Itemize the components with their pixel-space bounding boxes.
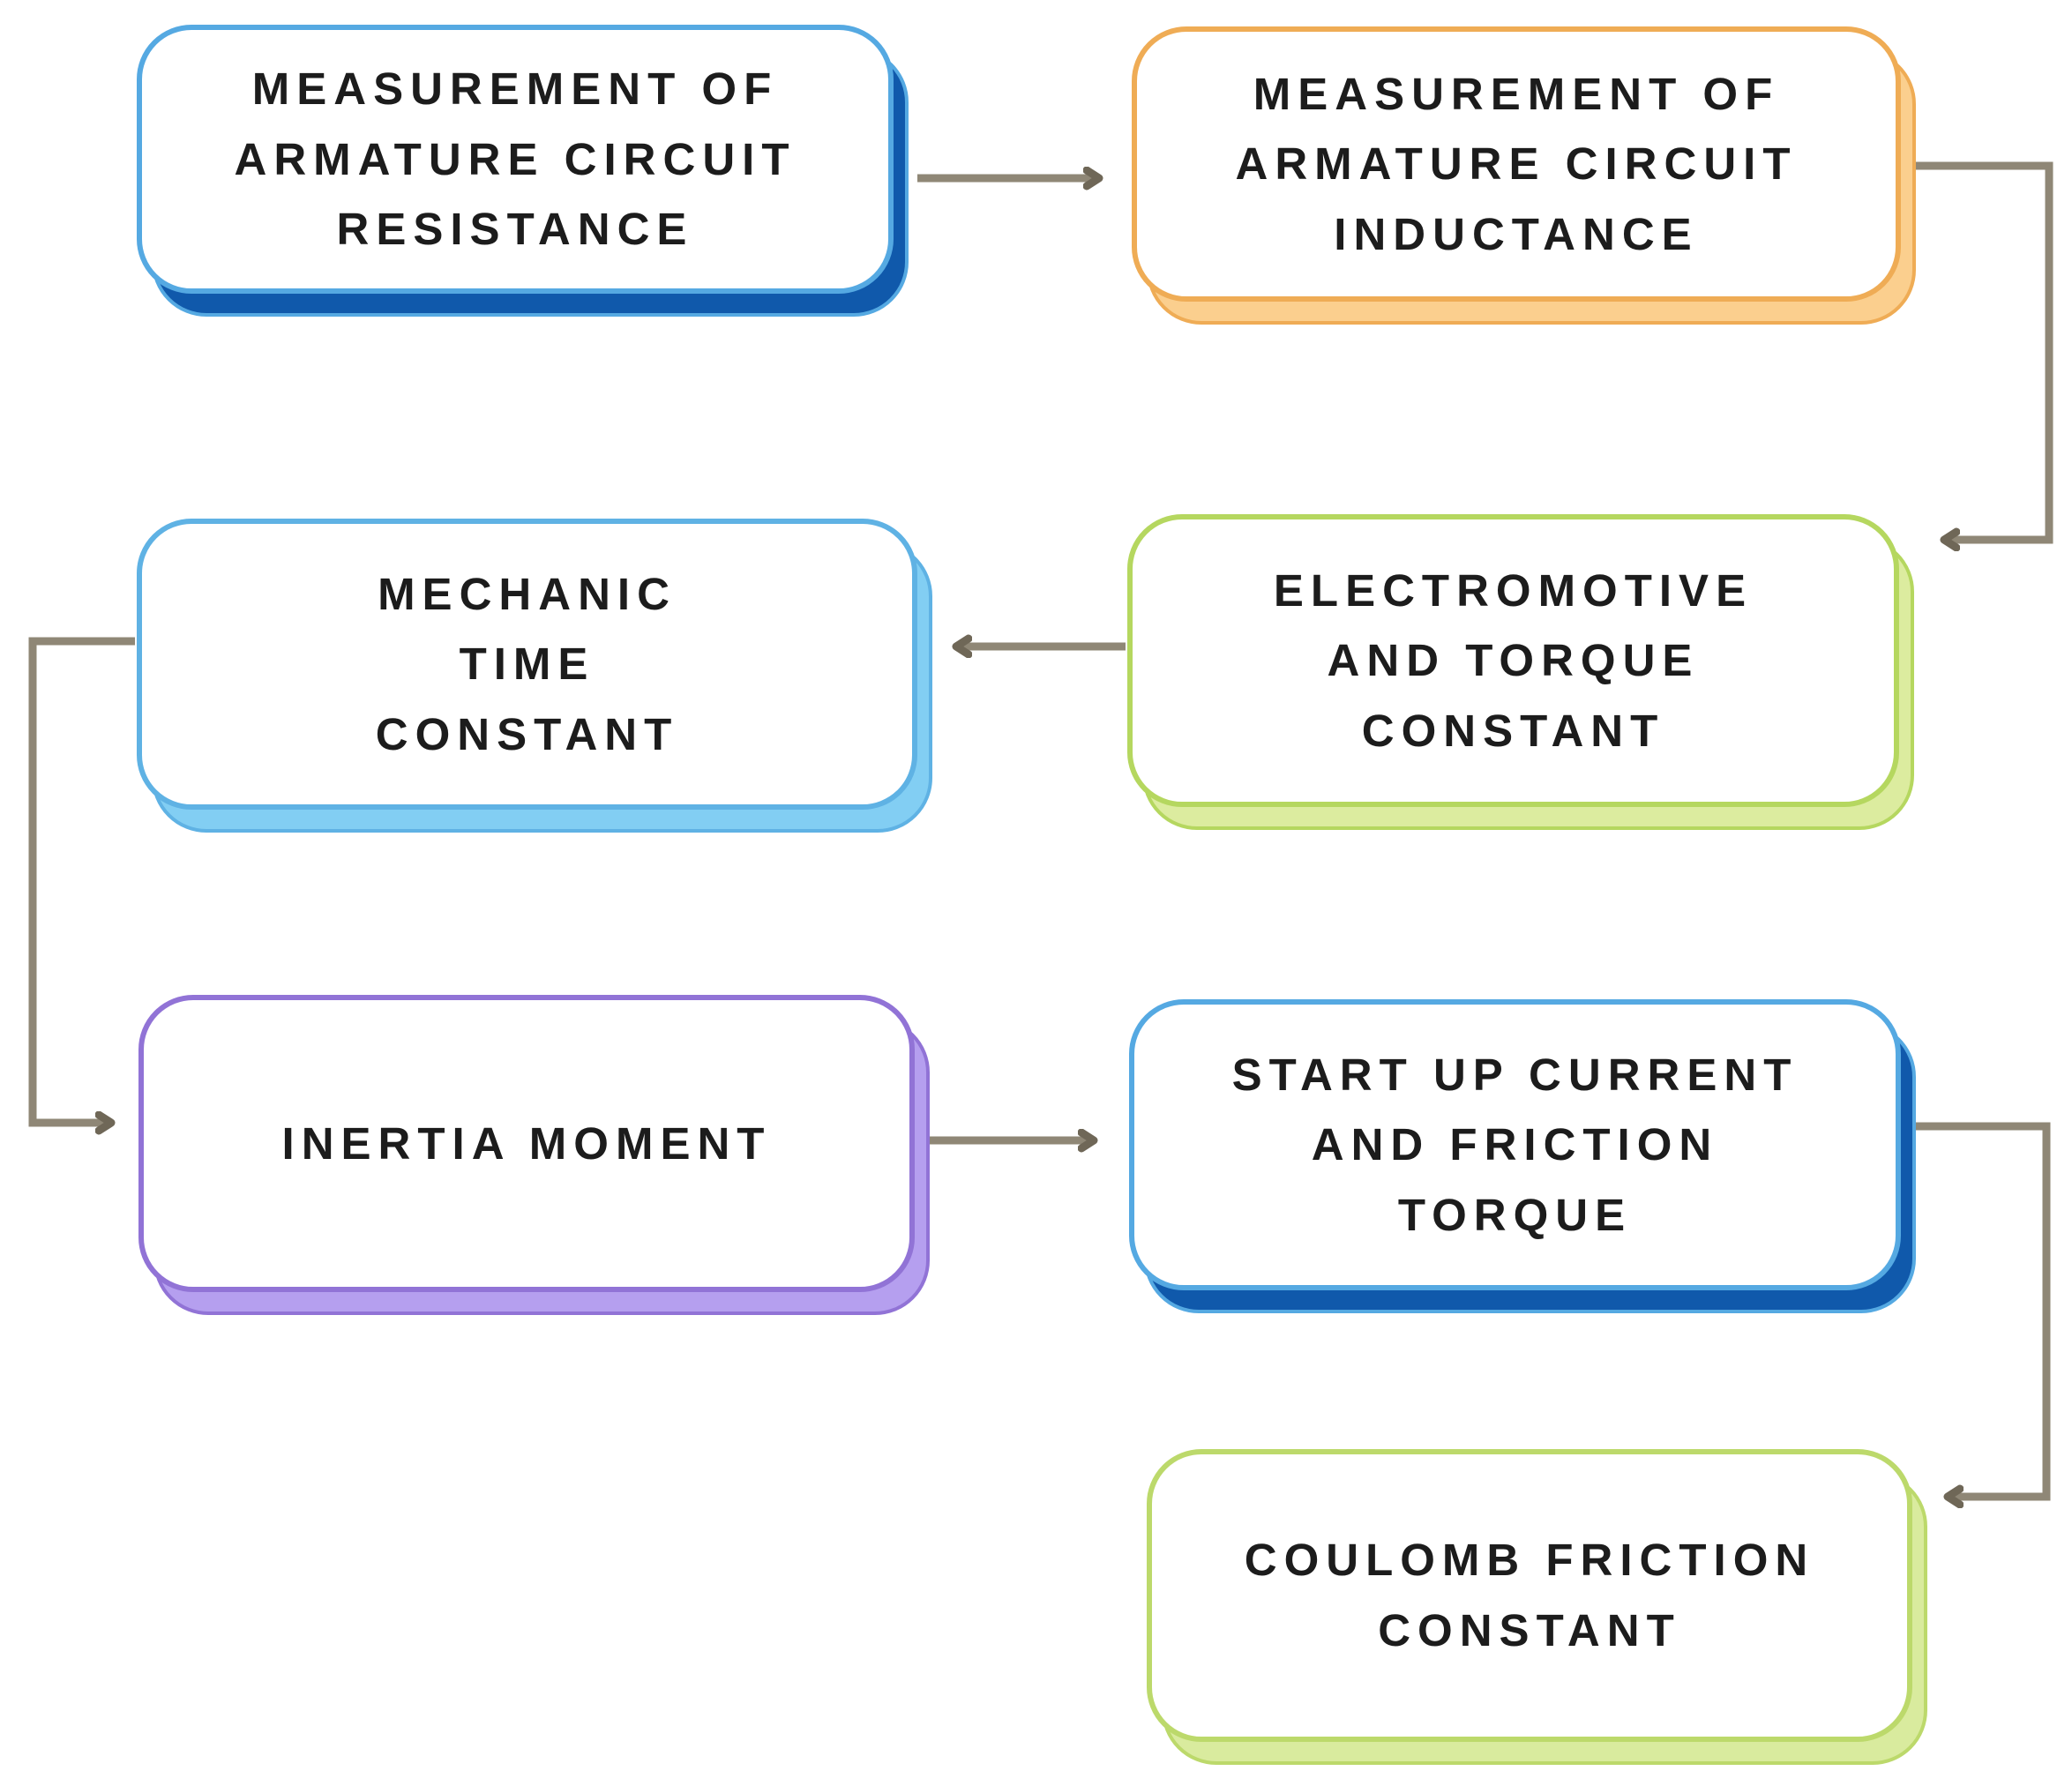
node-face: START UP CURRENT AND FRICTION TORQUE bbox=[1129, 999, 1901, 1290]
node-label: START UP CURRENT AND FRICTION TORQUE bbox=[1231, 1049, 1799, 1240]
node-label: MEASUREMENT OF ARMATURE CIRCUIT INDUCTAN… bbox=[1235, 68, 1798, 259]
node-mechanic-time-constant: MECHANIC TIME CONSTANT bbox=[137, 519, 932, 833]
arrow-startup-to-coulomb bbox=[1916, 1122, 2051, 1497]
node-face: COULOMB FRICTION CONSTANT bbox=[1147, 1449, 1912, 1742]
node-face: MECHANIC TIME CONSTANT bbox=[137, 519, 917, 810]
arrow-mechanic-to-inertia bbox=[28, 637, 135, 1123]
node-label: INERTIA MOMENT bbox=[281, 1117, 772, 1169]
node-label: MEASUREMENT OF ARMATURE CIRCUIT RESISTAN… bbox=[234, 64, 797, 255]
node-label: MECHANIC TIME CONSTANT bbox=[375, 568, 679, 759]
node-face: INERTIA MOMENT bbox=[138, 995, 915, 1292]
arrow-inductance-to-electromotive bbox=[1916, 161, 2053, 540]
node-armature-resistance: MEASUREMENT OF ARMATURE CIRCUIT RESISTAN… bbox=[137, 25, 909, 317]
node-armature-inductance: MEASUREMENT OF ARMATURE CIRCUIT INDUCTAN… bbox=[1132, 26, 1916, 325]
node-electromotive-torque-constant: ELECTROMOTIVE AND TORQUE CONSTANT bbox=[1127, 514, 1914, 830]
node-face: MEASUREMENT OF ARMATURE CIRCUIT INDUCTAN… bbox=[1132, 26, 1901, 302]
node-face: ELECTROMOTIVE AND TORQUE CONSTANT bbox=[1127, 514, 1899, 807]
node-label: COULOMB FRICTION CONSTANT bbox=[1244, 1535, 1815, 1655]
node-face: MEASUREMENT OF ARMATURE CIRCUIT RESISTAN… bbox=[137, 25, 894, 294]
node-startup-current-friction-torque: START UP CURRENT AND FRICTION TORQUE bbox=[1129, 999, 1916, 1313]
node-inertia-moment: INERTIA MOMENT bbox=[138, 995, 930, 1315]
node-label: ELECTROMOTIVE AND TORQUE CONSTANT bbox=[1273, 564, 1754, 756]
node-coulomb-friction-constant: COULOMB FRICTION CONSTANT bbox=[1147, 1449, 1927, 1765]
